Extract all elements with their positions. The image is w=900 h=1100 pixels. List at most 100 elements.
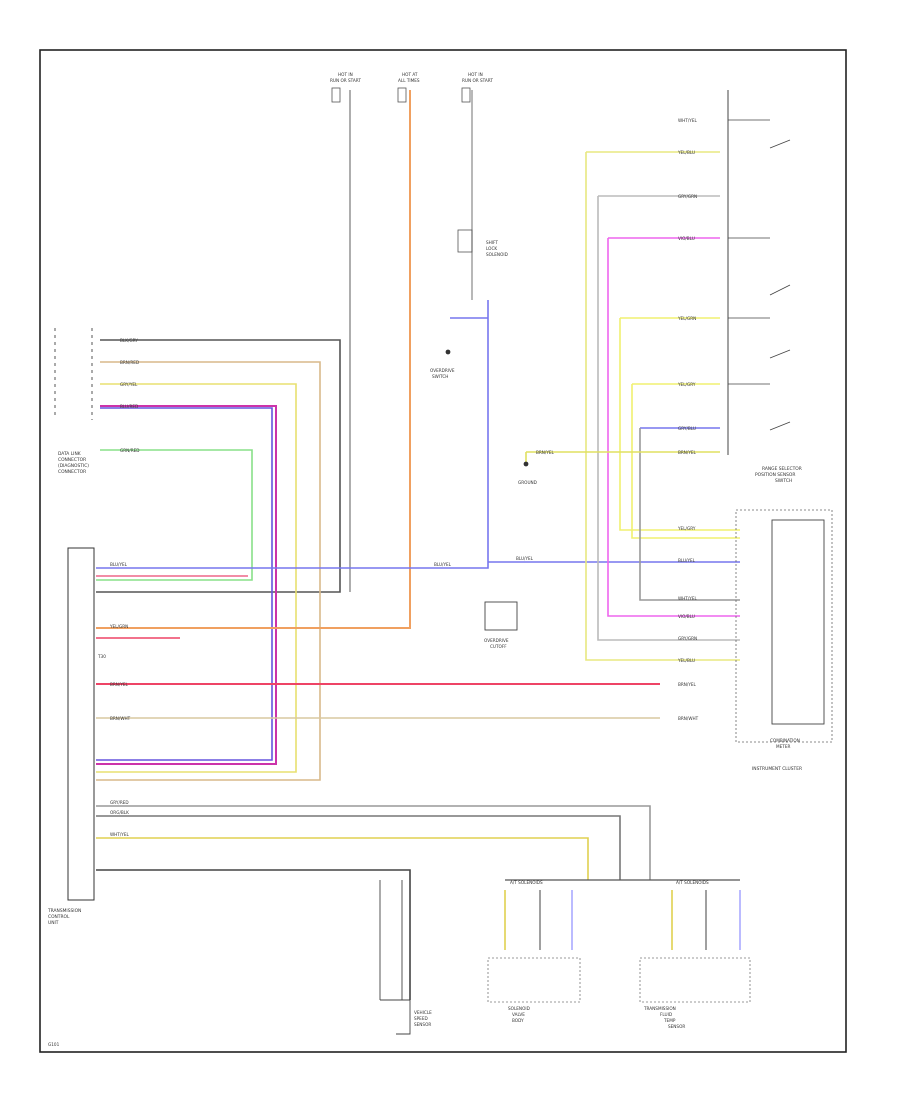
fuse-group: HOT IN RUN OR START HOT AT ALL TIMES HOT…	[330, 72, 493, 103]
vss-caption-3: SENSOR	[414, 1022, 431, 1027]
range-switch-caption-2: POSITION SENSOR	[755, 472, 795, 478]
solenoid-caption-3: BODY	[512, 1018, 524, 1023]
fuse-1-caption-2: RUN OR START	[330, 78, 361, 83]
cluster-caption: INSTRUMENT CLUSTER	[752, 766, 802, 772]
tag-r-yel-grn: YEL/GRN	[677, 316, 696, 321]
shift-lock-solenoid: SHIFT LOCK SOLENOID	[457, 229, 508, 257]
tag-r-vio-blu: VIO/BLU	[678, 236, 695, 241]
tag-brn-wht: BRN/WHT	[110, 716, 131, 721]
a-t-solenoid-bus-2: A/T SOLENOIDS	[676, 880, 709, 885]
transmission-fluid-temp-sensor: TRANSMISSION FLUID TEMP SENSOR	[639, 957, 751, 1029]
at-solenoid-1-caption: A/T SOLENOIDS	[510, 880, 543, 885]
range-switch-caption-1: RANGE SELECTOR	[762, 466, 802, 472]
wire-tag-labels: BLK/GRY BRN/RED GRY/YEL BLU/RED GRN/RED …	[109, 118, 699, 837]
tcu-caption-2: CONTROL	[48, 914, 70, 920]
tag-cl-3: WHT/YEL	[678, 596, 697, 601]
tft-caption-4: SENSOR	[668, 1024, 685, 1029]
tag-wht-yel: WHT/YEL	[110, 832, 129, 837]
wire-grn-red-1	[96, 449, 253, 581]
wire-gry-yel-1	[96, 383, 297, 773]
a-t-solenoid-bus-1: A/T SOLENOIDS	[510, 880, 543, 885]
wire-right-blu-down	[639, 428, 740, 601]
vss-caption-2: SPEED	[414, 1016, 428, 1021]
tag-cl-6: YEL/BLU	[677, 658, 695, 663]
tag-c-blu-yel: BLU/YEL	[516, 556, 534, 561]
tag-cl-2: BLU/YEL	[678, 558, 696, 563]
dlc-caption-2: CONNECTOR	[58, 457, 86, 463]
tag-r-brn-yel: BRN/YEL	[678, 450, 697, 455]
tag-grn-red: GRN/RED	[120, 448, 139, 453]
tag-yel-grn: YEL/GRN	[109, 624, 128, 629]
shift-lock-caption-3: SOLENOID	[486, 252, 508, 257]
tag-r-wht-yel: WHT/YEL	[678, 118, 697, 123]
overdrive-switch: OVERDRIVE SWITCH	[430, 349, 455, 379]
diagram-border	[39, 49, 847, 1053]
tag-c-blu-yel-2: BLU/YEL	[434, 562, 452, 567]
od-cutoff-caption-1: OVERDRIVE	[484, 638, 509, 643]
tag-cl-4: VIO/BLU	[678, 614, 695, 619]
tag-r-gry-blu: GRY/BLU	[678, 426, 696, 431]
tag-brn-red: BRN/RED	[120, 360, 139, 365]
tag-cl-7: BRN/YEL	[678, 682, 697, 687]
tcu-caption-1: TRANSMISSION	[47, 908, 81, 914]
ground-ref-caption: GROUND	[518, 480, 537, 485]
wire-right-yel-2-down	[619, 318, 740, 531]
vehicle-speed-sensor: VEHICLE SPEED SENSOR	[379, 880, 432, 1035]
fuse-1: HOT IN RUN OR START	[330, 72, 361, 103]
wire-blk-gry-1	[96, 339, 341, 593]
instrument-cluster: COMBINATION METER INSTRUMENT CLUSTER	[735, 509, 833, 772]
solenoid-caption-1: SOLENOID	[508, 1006, 530, 1011]
range-selector-switch: RANGE SELECTOR POSITION SENSOR SWITCH	[727, 90, 802, 484]
wire-yel-bottom	[96, 837, 589, 880]
fuse-3-caption-1: HOT IN	[468, 72, 483, 77]
od-cutoff-caption-2: CUTOFF	[490, 644, 507, 649]
range-switch-caption-3: SWITCH	[775, 478, 792, 484]
tag-cl-5: GRY/GRN	[678, 636, 697, 641]
ground-ref: GROUND	[518, 461, 537, 485]
at-solenoid-2-caption: A/T SOLENOIDS	[676, 880, 709, 885]
tcu-pins-label: T30	[97, 654, 106, 659]
wire-blk-bottom	[96, 869, 411, 1000]
wire-right-gray-down	[597, 196, 740, 641]
tag-cl-8: BRN/WHT	[678, 716, 699, 721]
tcu-caption-3: UNIT	[48, 920, 59, 926]
tag-blu-yel: BLU/YEL	[110, 562, 128, 567]
wire-fuse2-orange	[96, 90, 411, 629]
fuse-2: HOT AT ALL TIMES	[397, 72, 420, 103]
tag-r-yel-blu: YEL/BLU	[677, 150, 695, 155]
solenoid-block: SOLENOID VALVE BODY	[487, 957, 581, 1023]
combination-meter-caption-2: METER	[776, 744, 790, 749]
wire-blu-red-1	[96, 405, 277, 765]
solenoid-caption-2: VALVE	[512, 1012, 525, 1017]
ground-main-caption: G101	[48, 1042, 60, 1047]
vss-caption-1: VEHICLE	[414, 1010, 432, 1015]
tag-cl-1: YEL/GRY	[677, 526, 696, 531]
fuse-3-caption-2: RUN OR START	[462, 78, 493, 83]
fuse-1-caption-1: HOT IN	[338, 72, 353, 77]
dlc-caption-4: CONNECTOR	[58, 469, 86, 475]
combination-meter-caption-1: COMBINATION	[770, 738, 800, 743]
wire-blu-red-1b	[96, 407, 273, 761]
fuse-2-caption-2: ALL TIMES	[398, 78, 420, 83]
wire-blu-vio	[96, 300, 489, 569]
tag-r-yel-gry: YEL/GRY	[677, 382, 696, 387]
tft-caption-2: FLUID	[660, 1012, 672, 1017]
tag-blu-red: BLU/RED	[120, 404, 138, 409]
od-switch-caption-1: OVERDRIVE	[430, 368, 455, 373]
wire-brn-red-1	[96, 361, 321, 781]
tag-gry-red: GRY/RED	[110, 800, 129, 805]
shift-lock-caption-1: SHIFT	[486, 240, 498, 245]
od-switch-caption-2: SWITCH	[432, 374, 448, 379]
tag-orgblk: ORG/BLK	[110, 810, 129, 815]
fuse-2-caption-1: HOT AT	[402, 72, 418, 77]
overdrive-cutoff: OVERDRIVE CUTOFF	[484, 601, 518, 649]
dlc-caption-1: DATA LINK	[58, 451, 81, 457]
dlc-caption-3: (DIAGNOSTIC)	[58, 463, 89, 469]
tag-brn-yel: BRN/YEL	[110, 682, 129, 687]
tag-r-gry-grn: GRY/GRN	[678, 194, 697, 199]
wire-right-yel-3-down	[631, 384, 740, 539]
tft-caption-1: TRANSMISSION	[643, 1006, 676, 1011]
tag-blk-gry: BLK/GRY	[120, 338, 138, 343]
fuse-3: HOT IN RUN OR START	[461, 72, 493, 103]
